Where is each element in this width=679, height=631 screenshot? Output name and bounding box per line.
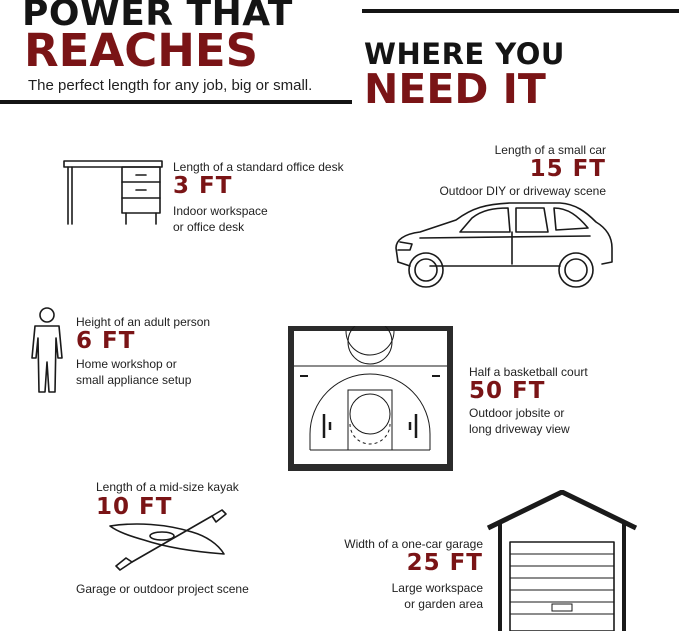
tagline: The perfect length for any job, big or s…: [28, 77, 313, 94]
person-caption: Height of an adult person: [76, 315, 211, 329]
header-top-rule: [362, 9, 679, 13]
person-desc-2: small appliance setup: [76, 373, 192, 387]
headline-right-2: NEED IT: [364, 65, 546, 113]
person-length: 6 FT: [76, 328, 136, 354]
garage-desc-1: Large workspace: [391, 581, 483, 595]
basketball-court-icon: [288, 326, 453, 471]
desk-desc-2: or office desk: [173, 220, 245, 234]
headline-right-1: WHERE YOU: [364, 37, 565, 71]
desk-desc-1: Indoor workspace: [173, 204, 268, 218]
car-length: 15 FT: [529, 156, 606, 182]
car-caption: Length of a small car: [494, 143, 606, 157]
garage-desc-2: or garden area: [404, 597, 483, 611]
court-desc-1: Outdoor jobsite or: [469, 406, 565, 420]
desk-icon: [63, 160, 163, 225]
kayak-icon: [109, 509, 227, 571]
car-icon: [395, 202, 613, 288]
person-icon: [31, 307, 63, 393]
garage-caption: Width of a one-car garage: [344, 537, 483, 551]
desk-length: 3 FT: [173, 173, 233, 199]
court-length: 50 FT: [469, 378, 546, 404]
desk-caption: Length of a standard office desk: [173, 160, 344, 174]
kayak-desc: Garage or outdoor project scene: [76, 582, 249, 596]
car-desc: Outdoor DIY or driveway scene: [439, 184, 606, 198]
court-caption: Half a basketball court: [469, 365, 588, 379]
header-bottom-rule: [0, 100, 352, 104]
kayak-caption: Length of a mid-size kayak: [96, 480, 239, 494]
headline-line-1: POWER THAT: [22, 0, 293, 34]
person-desc-1: Home workshop or: [76, 357, 177, 371]
garage-length: 25 FT: [406, 550, 483, 576]
kayak-length: 10 FT: [96, 494, 173, 520]
court-desc-2: long driveway view: [469, 422, 570, 436]
headline-line-2: REACHES: [24, 24, 259, 77]
garage-icon: [486, 490, 638, 631]
